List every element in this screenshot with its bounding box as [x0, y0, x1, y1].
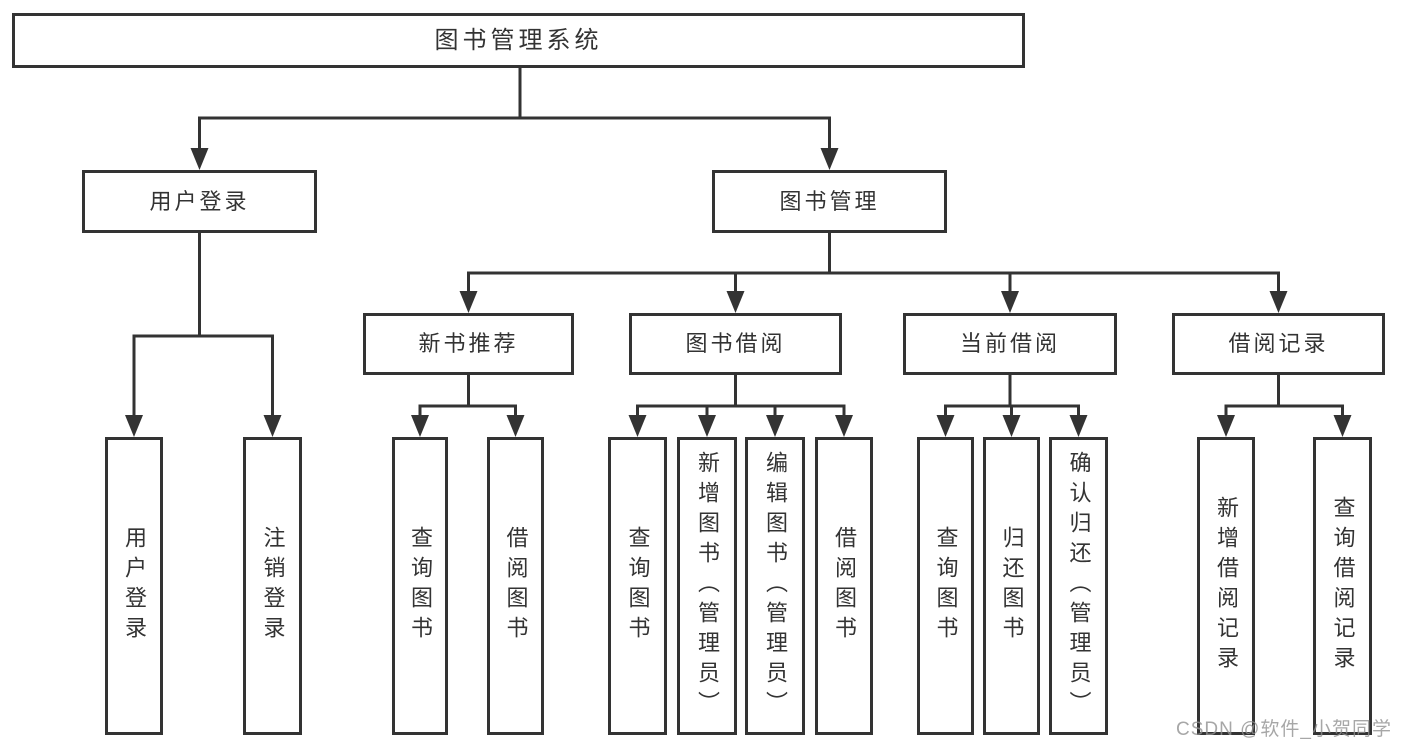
leaf-bb-add-book: 新增图书（管理员） — [677, 437, 737, 735]
node-new-book-rec-label: 新书推荐 — [418, 331, 519, 356]
connector-bookmanage-to-level3 — [467, 233, 1280, 295]
leaf-bb-borrow-book-label: 借阅图书 — [832, 526, 857, 646]
leaf-br-add-record: 新增借阅记录 — [1197, 437, 1255, 735]
node-borrow-records-label: 借阅记录 — [1228, 331, 1329, 356]
leaf-cb-return-book: 归还图书 — [983, 437, 1040, 735]
leaf-br-query-record: 查询借阅记录 — [1313, 437, 1372, 735]
node-current-borrow: 当前借阅 — [903, 313, 1117, 375]
node-current-borrow-label: 当前借阅 — [959, 331, 1060, 356]
connector-newbookrec-to-leaves — [418, 375, 517, 419]
leaf-cb-return-book-label: 归还图书 — [999, 526, 1025, 646]
csdn-watermark: CSDN @软件_小贺同学 — [1176, 719, 1392, 740]
leaf-rec-query-book: 查询图书 — [392, 437, 448, 735]
leaf-br-add-record-label: 新增借阅记录 — [1214, 496, 1239, 676]
node-user-login: 用户登录 — [82, 170, 317, 233]
arrowheads — [125, 148, 1352, 437]
leaf-bb-add-book-label: 新增图书（管理员） — [695, 451, 720, 721]
leaf-cb-query-book-label: 查询图书 — [933, 526, 959, 646]
leaf-user-login: 用户登录 — [105, 437, 163, 735]
leaf-bb-borrow-book: 借阅图书 — [815, 437, 873, 735]
leaf-bb-query-book-label: 查询图书 — [625, 526, 651, 646]
leaf-logout: 注销登录 — [243, 437, 302, 735]
node-root-label: 图书管理系统 — [434, 26, 603, 54]
leaf-br-query-record-label: 查询借阅记录 — [1330, 496, 1356, 676]
connector-bookborrow-to-leaves — [636, 375, 846, 419]
leaf-bb-query-book: 查询图书 — [608, 437, 667, 735]
node-new-book-rec: 新书推荐 — [363, 313, 574, 375]
node-root: 图书管理系统 — [12, 13, 1025, 68]
leaf-bb-edit-book: 编辑图书（管理员） — [745, 437, 805, 735]
leaf-rec-query-book-label: 查询图书 — [408, 526, 433, 646]
leaf-logout-label: 注销登录 — [260, 526, 286, 646]
node-book-borrow: 图书借阅 — [629, 313, 842, 375]
connector-userlogin-to-leaves — [132, 233, 274, 419]
connector-root-to-level2 — [198, 68, 831, 152]
node-user-login-label: 用户登录 — [149, 188, 250, 214]
leaf-cb-confirm-return-label: 确认归还（管理员） — [1066, 451, 1092, 721]
node-book-manage: 图书管理 — [712, 170, 947, 233]
leaf-rec-borrow-book-label: 借阅图书 — [503, 526, 529, 646]
leaf-rec-borrow-book: 借阅图书 — [487, 437, 544, 735]
connector-borrowrecords-to-leaves — [1224, 375, 1344, 419]
node-book-borrow-label: 图书借阅 — [685, 331, 786, 356]
leaf-bb-edit-book-label: 编辑图书（管理员） — [763, 451, 788, 721]
node-book-manage-label: 图书管理 — [779, 188, 880, 214]
leaf-cb-confirm-return: 确认归还（管理员） — [1049, 437, 1108, 735]
node-borrow-records: 借阅记录 — [1172, 313, 1385, 375]
connector-currentborrow-to-leaves — [944, 375, 1080, 419]
leaf-user-login-label: 用户登录 — [122, 526, 147, 646]
leaf-cb-query-book: 查询图书 — [917, 437, 974, 735]
